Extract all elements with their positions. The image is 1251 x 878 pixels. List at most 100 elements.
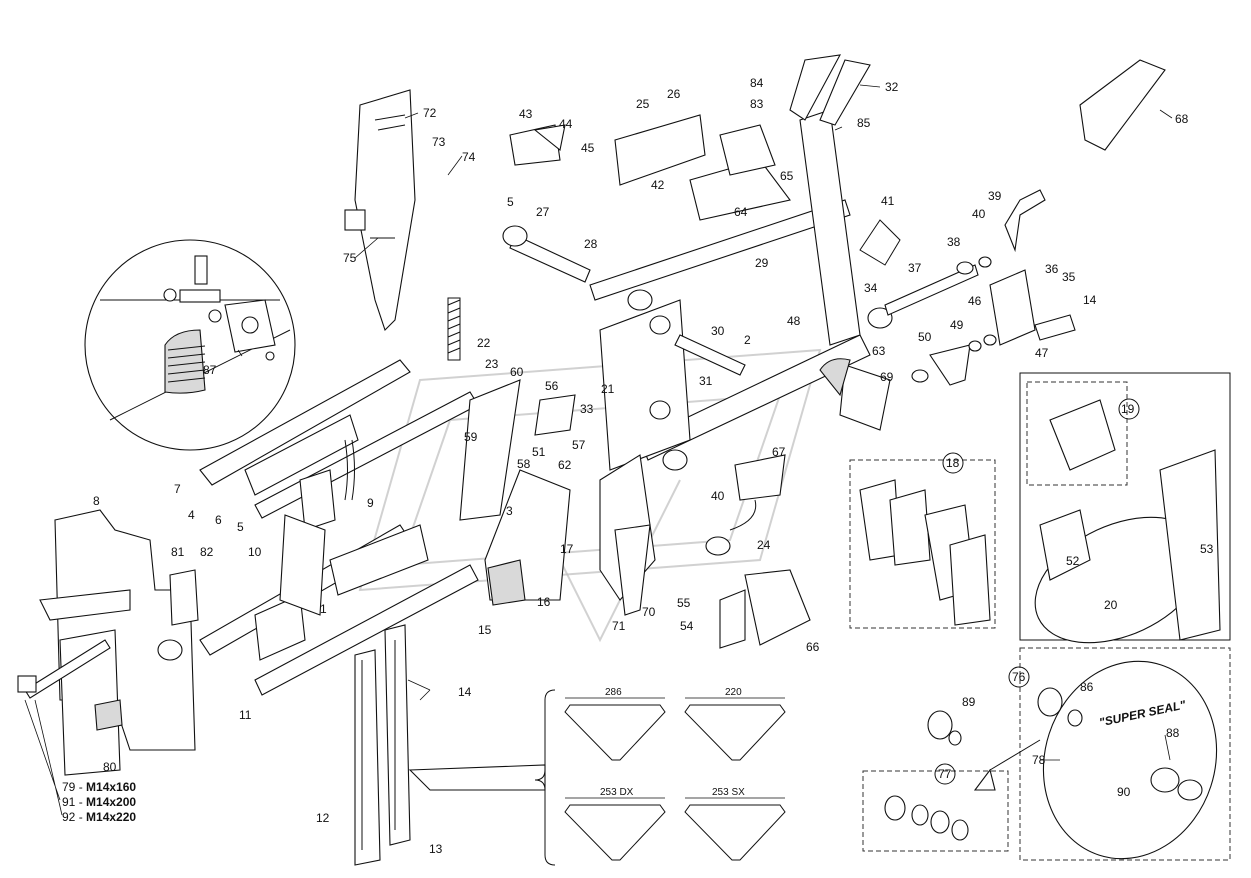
callout-23: 23	[485, 357, 499, 371]
callout-85: 85	[857, 116, 871, 130]
detail-box-19	[1019, 372, 1231, 644]
callout-73: 73	[432, 135, 446, 149]
dim-253-sx: 253 SX	[712, 787, 745, 798]
svg-text:79 - M14x160: 79 - M14x160	[62, 780, 136, 794]
profile-views	[534, 689, 786, 866]
callout-15: 15	[478, 623, 492, 637]
bolt-spec-list: 79 - M14x160 91 - M14x200 92 - M14x220	[62, 780, 136, 824]
callout-53: 53	[1200, 542, 1214, 556]
lower-mechanisms	[599, 454, 811, 649]
callout-75: 75	[343, 251, 357, 265]
spec-79-id: 79	[62, 780, 76, 794]
callout-5: 5	[507, 195, 514, 209]
callout-54: 54	[680, 619, 694, 633]
callout-72: 72	[423, 106, 437, 120]
callout-2: 2	[744, 333, 751, 347]
callout-14b: 14	[458, 685, 472, 699]
callout-12: 12	[316, 811, 330, 825]
callout-41: 41	[881, 194, 895, 208]
callout-66: 66	[806, 640, 820, 654]
callout-90: 90	[1117, 785, 1131, 799]
callout-36: 36	[1045, 262, 1059, 276]
callout-78: 78	[1032, 753, 1046, 767]
callout-6: 6	[215, 513, 222, 527]
callout-22: 22	[477, 336, 491, 350]
callout-16: 16	[537, 595, 551, 609]
callout-88: 88	[1166, 726, 1180, 740]
callout-89: 89	[962, 695, 976, 709]
callout-55: 55	[677, 596, 691, 610]
spring-and-links	[447, 297, 576, 606]
callout-69: 69	[880, 370, 894, 384]
callout-5b: 5	[237, 520, 244, 534]
callout-74: 74	[462, 150, 476, 164]
callout-77: 77	[938, 767, 952, 781]
callout-63: 63	[872, 344, 886, 358]
callout-47: 47	[1035, 346, 1049, 360]
callout-56: 56	[545, 379, 559, 393]
callout-25: 25	[636, 97, 650, 111]
callout-45: 45	[581, 141, 595, 155]
callout-8: 8	[93, 494, 100, 508]
callout-60: 60	[510, 365, 524, 379]
seed-tube	[344, 89, 416, 332]
callout-40: 40	[972, 207, 986, 221]
spec-79-size: M14x160	[86, 780, 136, 794]
detail-box-18	[849, 459, 996, 629]
callout-65: 65	[780, 169, 794, 183]
callout-62: 62	[558, 458, 572, 472]
callout-21: 21	[601, 382, 615, 396]
callout-70: 70	[642, 605, 656, 619]
bearing-89	[927, 710, 962, 746]
spec-91-id: 91	[62, 795, 76, 809]
callout-30: 30	[711, 324, 725, 338]
callout-4: 4	[188, 508, 195, 522]
callout-67: 67	[772, 445, 786, 459]
callout-50: 50	[918, 330, 932, 344]
callout-51: 51	[532, 445, 546, 459]
svg-text:92 - M14x220: 92 - M14x220	[62, 810, 136, 824]
callout-83: 83	[750, 97, 764, 111]
mount-bracket	[17, 509, 199, 776]
callout-71: 71	[612, 619, 626, 633]
scraper-plates	[509, 59, 1166, 221]
callout-11: 11	[239, 708, 252, 722]
callout-7: 7	[174, 482, 181, 496]
callout-44: 44	[559, 117, 573, 131]
part-callouts: 84 32 83 85 68 72 73 74 75 43 44 45 42 2…	[93, 76, 1214, 856]
callout-1: 1	[320, 602, 327, 616]
callout-84: 84	[750, 76, 764, 90]
callout-3: 3	[506, 504, 513, 518]
dim-220: 220	[725, 687, 742, 698]
callout-26: 26	[667, 87, 681, 101]
detail-markers	[934, 398, 1140, 785]
callout-31: 31	[699, 374, 713, 388]
callout-82: 82	[200, 545, 214, 559]
spec-92-size: M14x220	[86, 810, 136, 824]
callout-49: 49	[950, 318, 964, 332]
callout-39: 39	[988, 189, 1002, 203]
callout-18: 18	[946, 456, 960, 470]
callout-80: 80	[103, 760, 117, 774]
detail-box-76	[1019, 647, 1231, 861]
dim-253-dx: 253 DX	[600, 787, 634, 798]
callout-86: 86	[1080, 680, 1094, 694]
callout-76: 76	[1012, 670, 1026, 684]
detail-circle-87	[84, 239, 296, 451]
callout-43: 43	[519, 107, 533, 121]
callout-68: 68	[1175, 112, 1189, 126]
callout-24: 24	[757, 538, 771, 552]
callout-14: 14	[1083, 293, 1097, 307]
upper-beam-assembly	[502, 54, 891, 471]
callout-52: 52	[1066, 554, 1080, 568]
callout-57: 57	[572, 438, 586, 452]
spec-91-size: M14x200	[86, 795, 136, 809]
callout-40b: 40	[711, 489, 725, 503]
handle-assembly	[859, 189, 1076, 386]
callout-19: 19	[1121, 402, 1135, 416]
callout-87: 87	[203, 363, 217, 377]
spec-92-id: 92	[62, 810, 76, 824]
callout-33: 33	[580, 402, 594, 416]
callout-27: 27	[536, 205, 550, 219]
callout-28: 28	[584, 237, 598, 251]
